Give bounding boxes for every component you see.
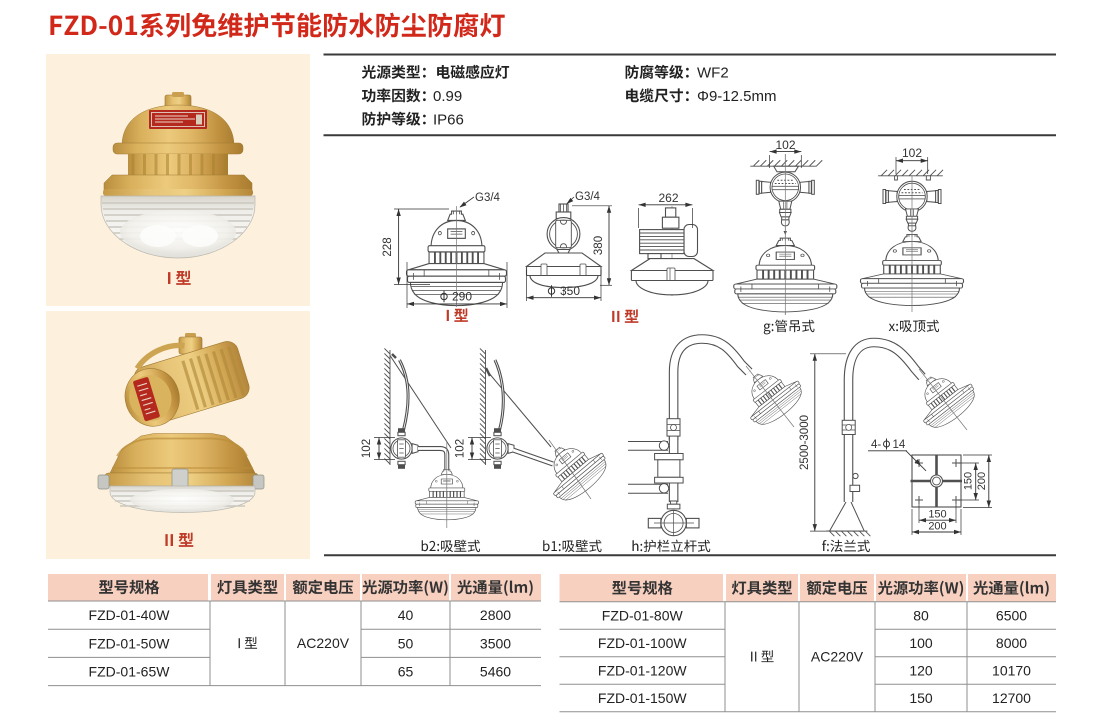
svg-text:100: 100 <box>909 635 933 651</box>
svg-text:3500: 3500 <box>480 635 511 651</box>
svg-text:WF2: WF2 <box>697 65 729 82</box>
svg-text:FZD-01-120W: FZD-01-120W <box>598 662 687 678</box>
svg-text:262: 262 <box>658 191 678 205</box>
svg-text:102: 102 <box>361 439 373 458</box>
svg-text:65: 65 <box>398 664 414 680</box>
svg-text:G3/4: G3/4 <box>575 191 601 203</box>
svg-text:200: 200 <box>928 521 946 533</box>
svg-text:350: 350 <box>560 284 580 298</box>
svg-text:AC220V: AC220V <box>297 635 350 651</box>
svg-text:FZD-01-65W: FZD-01-65W <box>89 664 171 680</box>
svg-text:50: 50 <box>398 635 414 651</box>
svg-text:0.99: 0.99 <box>433 88 462 105</box>
svg-text:102: 102 <box>775 138 795 152</box>
svg-text:FZD-01-50W: FZD-01-50W <box>89 635 171 651</box>
svg-text:FZD-01-80W: FZD-01-80W <box>602 607 684 623</box>
svg-text:FZD-01-150W: FZD-01-150W <box>598 690 687 706</box>
svg-text:150: 150 <box>963 472 975 490</box>
svg-text:80: 80 <box>913 607 929 623</box>
svg-text:12700: 12700 <box>992 690 1031 706</box>
svg-text:228: 228 <box>382 237 394 256</box>
svg-text:G3/4: G3/4 <box>475 192 501 204</box>
svg-text:4-: 4- <box>871 439 881 451</box>
svg-text:200: 200 <box>976 472 988 490</box>
svg-text:290: 290 <box>452 290 472 304</box>
svg-text:10170: 10170 <box>992 662 1031 678</box>
svg-text:6500: 6500 <box>996 607 1027 623</box>
svg-text:380: 380 <box>593 236 605 255</box>
svg-text:150: 150 <box>928 509 946 521</box>
svg-text:2800: 2800 <box>480 607 511 623</box>
svg-text:AC220V: AC220V <box>811 649 864 665</box>
svg-text:FZD-01-100W: FZD-01-100W <box>598 635 687 651</box>
svg-text:102: 102 <box>902 146 922 160</box>
svg-text:102: 102 <box>455 439 467 458</box>
svg-text:150: 150 <box>909 690 933 706</box>
svg-text:FZD-01-40W: FZD-01-40W <box>89 607 171 623</box>
svg-text:40: 40 <box>398 607 414 623</box>
svg-text:2500-3000: 2500-3000 <box>799 415 811 470</box>
svg-text:5460: 5460 <box>480 664 511 680</box>
svg-text:120: 120 <box>909 662 933 678</box>
svg-text:8000: 8000 <box>996 635 1027 651</box>
svg-text:IP66: IP66 <box>433 111 464 128</box>
svg-text:14: 14 <box>893 439 906 451</box>
svg-text:Φ9-12.5mm: Φ9-12.5mm <box>697 88 777 105</box>
